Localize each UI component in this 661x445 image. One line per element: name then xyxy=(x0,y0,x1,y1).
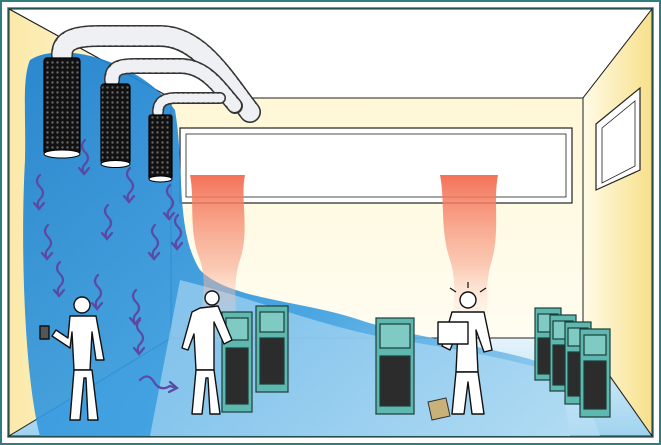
cabinet xyxy=(256,306,288,392)
cabinet xyxy=(376,318,414,414)
diffuser-1 xyxy=(44,58,80,158)
diffuser-3 xyxy=(149,115,172,182)
diffuser-2 xyxy=(101,84,130,168)
cardboard-box xyxy=(428,398,450,420)
cabinet xyxy=(580,329,610,417)
